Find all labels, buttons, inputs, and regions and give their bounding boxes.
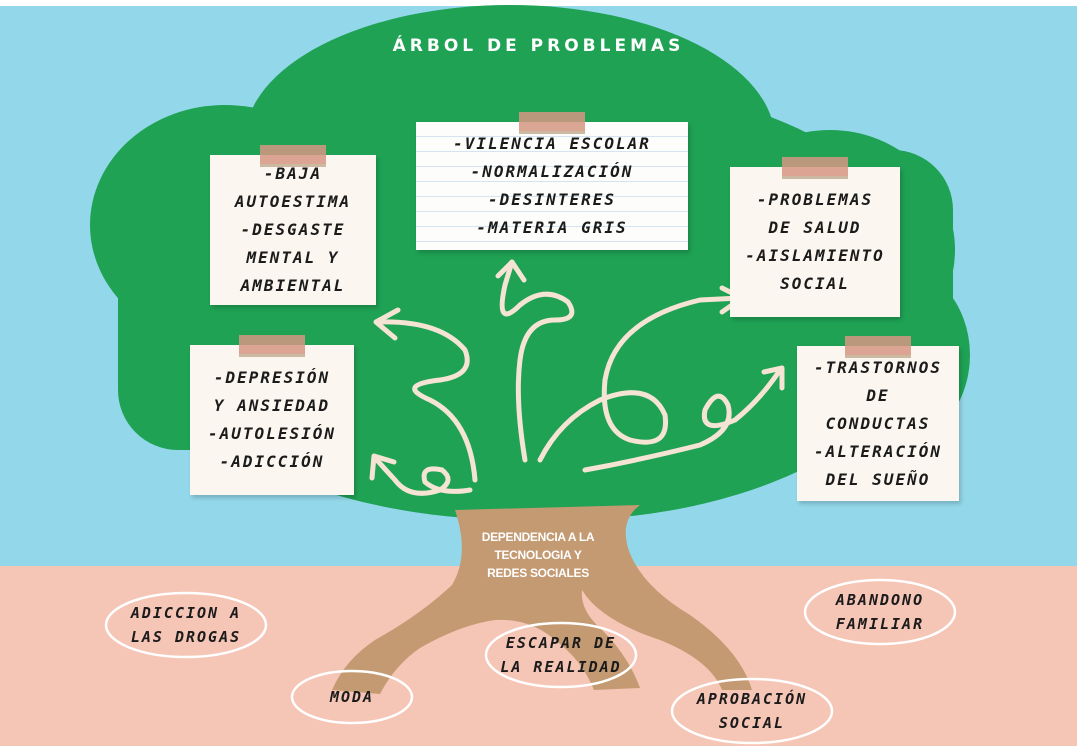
effect-note-baja: -BAJA AUTOESTIMA -DESGASTE MENTAL Y AMBIENTA… [210, 145, 376, 305]
effect-note-depresion: -DEPRESIÓN Y ANSIEDAD -AUTOLESIÓN -ADICCIÓN [190, 335, 354, 495]
circle-aprobacion [670, 677, 834, 745]
effect-arrows [369, 259, 785, 496]
effect-note-violencia: -VILENCIA ESCOLAR -NORMALIZACIÓN -DESINTER… [416, 112, 688, 250]
effect-line: -MATERIA GRIS [476, 218, 628, 237]
effect-line: -DESINTERES [488, 190, 616, 209]
cause-line: ESCAPAR DE [505, 634, 617, 652]
circle-abandono [803, 578, 957, 646]
tape-strip [845, 336, 911, 358]
effect-line: DEL SUEÑO [825, 469, 931, 489]
arrow-head-depresion [369, 453, 397, 481]
cause-label-moda: MODA [262, 685, 442, 709]
effect-line: AMBIENTAL [240, 276, 346, 295]
cause-line: FAMILIAR [835, 615, 925, 633]
cause-line: SOCIAL [718, 714, 786, 732]
effect-line: -TRASTORNOS [814, 357, 942, 377]
top-border [0, 0, 1077, 6]
cause-line: ABANDONO [835, 591, 925, 609]
arrow-to-trastornos [582, 367, 783, 473]
tape-strip [260, 145, 326, 167]
arrow-to-salud [537, 295, 743, 463]
effect-line: SOCIAL [780, 274, 850, 293]
tape-strip [782, 157, 848, 179]
tree-trunk [332, 505, 752, 694]
effect-line: AUTOESTIMA [234, 192, 352, 211]
effect-note-salud: -PROBLEMAS DE SALUD -AISLAMIENTO SOCIAL [730, 157, 900, 317]
cause-label-escapar: ESCAPAR DE LA REALIDAD [471, 631, 651, 679]
cause-label-aprobacion: APROBACIÓN SOCIAL [662, 687, 842, 735]
effect-line: -AUTOLESIÓN [208, 424, 336, 443]
effect-line: -PROBLEMAS [756, 190, 874, 209]
cause-label-abandono: ABANDONO FAMILIAR [790, 588, 970, 636]
effect-line: -DEPRESIÓN [213, 368, 331, 387]
trunk-label: DEPENDENCIA A LA TECNOLOGIA Y REDES SOCI… [438, 528, 638, 582]
effect-line: -VILENCIA ESCOLAR [453, 134, 651, 153]
effect-line: Y ANSIEDAD [213, 396, 331, 415]
effect-note-trastornos: -TRASTORNOS DE CONDUCTAS -ALTERACIÓN DEL SUE… [797, 336, 959, 501]
arrow-to-baja [375, 319, 478, 483]
effect-line: DE SALUD [768, 218, 862, 237]
circle-moda [290, 669, 414, 725]
effect-line: -NORMALIZACIÓN [470, 162, 634, 181]
cause-line: MODA [329, 688, 375, 706]
effect-line: MENTAL Y [246, 248, 340, 267]
diagram-title: ÁRBOL DE PROBLEMAS [392, 36, 685, 56]
trunk-line: REDES SOCIALES [487, 566, 589, 580]
effect-line: -ADICCIÓN [219, 452, 325, 471]
effect-line: -AISLAMIENTO [745, 246, 885, 265]
arrow-head-baja [373, 307, 401, 341]
circle-escapar [484, 621, 638, 689]
arrow-to-depresion [372, 455, 473, 496]
effect-line: -BAJA [263, 164, 323, 183]
arrow-head-violencia [495, 259, 527, 283]
tape-strip [239, 335, 305, 357]
trunk-line: DEPENDENCIA A LA [481, 530, 595, 544]
circle-drogas [104, 591, 268, 659]
effect-line: DE [866, 385, 890, 405]
effect-line: -DESGASTE [240, 220, 346, 239]
arrow-to-violencia [499, 259, 575, 463]
effect-line: CONDUCTAS [825, 413, 931, 433]
cause-circles [104, 578, 957, 745]
cause-line: LAS DROGAS [130, 628, 242, 646]
cause-line: APROBACIÓN [696, 690, 808, 708]
effect-line: -ALTERACIÓN [814, 441, 942, 461]
trunk-line: TECNOLOGIA Y [494, 548, 582, 562]
tape-strip [519, 112, 585, 134]
cause-label-drogas: ADICCION A LAS DROGAS [96, 601, 276, 649]
arrow-head-trastornos [761, 365, 785, 391]
cause-line: LA REALIDAD [500, 658, 622, 676]
cause-line: ADICCION A [130, 604, 242, 622]
